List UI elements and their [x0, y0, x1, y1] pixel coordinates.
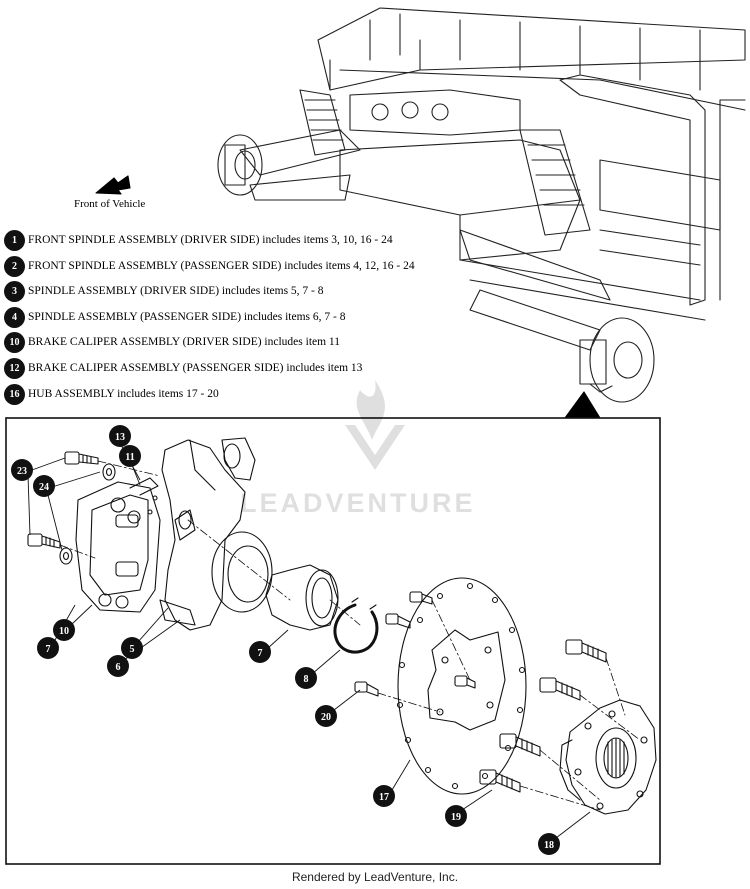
legend-backdrop [0, 221, 456, 405]
callout-badge: 20 [315, 705, 337, 727]
legend-badge: 10 [4, 331, 25, 353]
center-lines [59, 460, 641, 811]
legend-text: HUB ASSEMBLY includes items 17 - 20 [28, 388, 219, 400]
callout-badge: 7 [37, 637, 59, 659]
front-of-vehicle-label: Front of Vehicle [74, 198, 146, 210]
svg-text:18: 18 [544, 840, 554, 851]
legend-item[interactable]: 2 FRONT SPINDLE ASSEMBLY (PASSENGER SIDE… [4, 255, 415, 277]
callout-badge: 23 [11, 459, 33, 481]
legend-text: SPINDLE ASSEMBLY (DRIVER SIDE) includes … [28, 285, 324, 297]
callout-badge: 7 [249, 641, 271, 663]
wheel-hub [559, 699, 657, 815]
svg-text:5: 5 [130, 644, 135, 655]
legend-badge: 16 [4, 383, 25, 405]
legend-text: BRAKE CALIPER ASSEMBLY (DRIVER SIDE) inc… [28, 336, 341, 348]
callout-badge: 6 [107, 655, 129, 677]
callout-badge: 17 [373, 785, 395, 807]
svg-text:20: 20 [321, 712, 331, 723]
brake-rotor [396, 577, 527, 795]
wheel-studs [479, 639, 607, 793]
shock-absorber [299, 89, 591, 236]
front-arrow-icon [95, 175, 131, 195]
svg-text:7: 7 [46, 644, 51, 655]
vehicle-frame [317, 7, 746, 321]
snap-ring [333, 597, 379, 654]
callout-badge: 11 [119, 445, 141, 467]
svg-text:24: 24 [39, 482, 49, 493]
callouts: 13 11 23 24 10 7 6 5 7 8 20 17 19 18 [11, 425, 560, 855]
legend-item[interactable]: 3 SPINDLE ASSEMBLY (DRIVER SIDE) include… [4, 280, 324, 302]
callout-badge: 18 [538, 833, 560, 855]
svg-text:13: 13 [115, 432, 125, 443]
legend-text: SPINDLE ASSEMBLY (PASSENGER SIDE) includ… [28, 311, 346, 323]
svg-text:6: 6 [116, 662, 121, 673]
callout-badge: 24 [33, 475, 55, 497]
control-arm [239, 129, 611, 351]
svg-text:10: 10 [59, 626, 69, 637]
leadventure-logo-icon [345, 380, 405, 470]
svg-text:17: 17 [379, 792, 389, 803]
legend-item[interactable]: 1 FRONT SPINDLE ASSEMBLY (DRIVER SIDE) i… [4, 229, 393, 251]
legend-item[interactable]: 10 BRAKE CALIPER ASSEMBLY (DRIVER SIDE) … [4, 331, 340, 353]
wheel-bearing [265, 564, 339, 631]
legend-badge: 4 [4, 306, 25, 328]
legend-item[interactable]: 16 HUB ASSEMBLY includes items 17 - 20 [4, 383, 219, 405]
frame-hub-left [217, 134, 263, 196]
legend-badge: 3 [4, 280, 25, 302]
svg-text:19: 19 [451, 812, 461, 823]
svg-text:7: 7 [258, 648, 263, 659]
callout-badge: 5 [121, 637, 143, 659]
callout-badge: 13 [109, 425, 131, 447]
frame-hub-right [579, 317, 655, 403]
svg-text:8: 8 [304, 674, 309, 685]
svg-text:23: 23 [17, 466, 27, 477]
legend-badge: 2 [4, 255, 25, 277]
legend-item[interactable]: 12 BRAKE CALIPER ASSEMBLY (PASSENGER SID… [4, 357, 362, 379]
legend-text: BRAKE CALIPER ASSEMBLY (PASSENGER SIDE) … [28, 362, 363, 374]
footer-credit: Rendered by LeadVenture, Inc. [291, 870, 459, 884]
spindle-knuckle [159, 437, 273, 631]
legend-text: FRONT SPINDLE ASSEMBLY (DRIVER SIDE) inc… [28, 234, 393, 246]
svg-text:11: 11 [125, 452, 134, 463]
legend-badge: 12 [4, 357, 25, 379]
legend-text: FRONT SPINDLE ASSEMBLY (PASSENGER SIDE) … [28, 260, 415, 272]
legend-badge: 1 [4, 229, 25, 251]
legend-item[interactable]: 4 SPINDLE ASSEMBLY (PASSENGER SIDE) incl… [4, 306, 345, 328]
exploded-view-frame [5, 417, 661, 865]
callout-badge: 10 [53, 619, 75, 641]
callout-badge: 19 [445, 805, 467, 827]
watermark-text: LEADVENTURE [240, 488, 476, 518]
callout-badge: 8 [295, 667, 317, 689]
brake-caliper [75, 477, 161, 613]
